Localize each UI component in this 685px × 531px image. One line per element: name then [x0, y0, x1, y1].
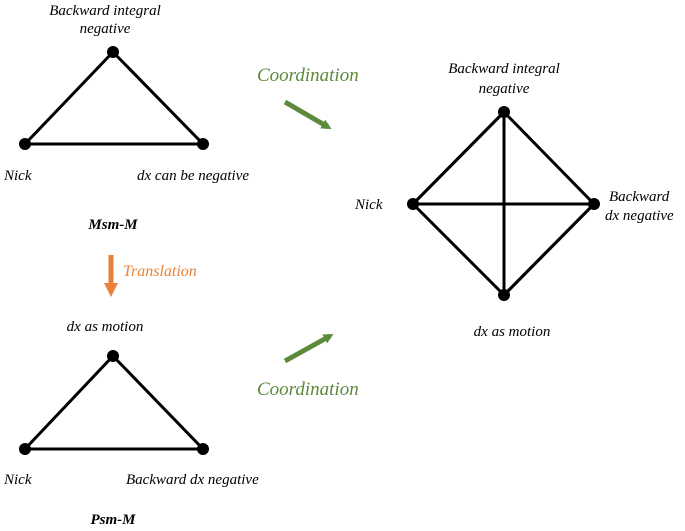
msm-top-label-line2: negative: [80, 21, 131, 37]
translation-arrow-group: Translation: [104, 255, 197, 297]
combined-node-bottom: [498, 289, 510, 301]
msm-title: Msm-M: [87, 217, 138, 233]
psm-right-label: Backward dx negative: [126, 472, 259, 488]
msm-node-top: [107, 46, 119, 58]
psm-node-top: [107, 350, 119, 362]
coordination-bottom-arrow: [283, 333, 334, 364]
coordination-top-group: Coordination: [257, 65, 359, 130]
psm-node-left: [19, 443, 31, 455]
combined-node-right: [588, 198, 600, 210]
msm-triangle-edges: [21, 49, 207, 146]
msm-node-left: [19, 138, 31, 150]
combined-right-label-line2: dx negative: [605, 208, 674, 224]
coordination-bottom-label: Coordination: [257, 379, 359, 400]
coordination-top-label: Coordination: [257, 65, 359, 86]
psm-graph: dx as motion Nick Backward dx negative P…: [3, 319, 259, 528]
translation-label: Translation: [123, 263, 197, 280]
psm-triangle-edges: [21, 353, 207, 451]
psm-top-label: dx as motion: [67, 319, 144, 335]
msm-graph: Backward integral negative Nick dx can b…: [3, 3, 249, 233]
combined-left-label: Nick: [354, 197, 383, 213]
combined-top-label-line1: Backward integral: [448, 61, 560, 77]
psm-title: Psm-M: [91, 512, 137, 528]
combined-node-left: [407, 198, 419, 210]
combined-bottom-label: dx as motion: [474, 324, 551, 340]
combined-right-label-line1: Backward: [609, 189, 670, 205]
combined-graph: Backward integral negative Nick Backward…: [354, 61, 674, 340]
msm-left-label: Nick: [3, 168, 32, 184]
combined-top-label-line2: negative: [479, 81, 530, 97]
msm-right-label: dx can be negative: [137, 168, 249, 184]
msm-node-right: [197, 138, 209, 150]
psm-left-label: Nick: [3, 472, 32, 488]
combined-node-top: [498, 106, 510, 118]
coordination-top-arrow: [283, 99, 332, 130]
psm-node-right: [197, 443, 209, 455]
coordination-bottom-group: Coordination: [257, 333, 359, 400]
msm-top-label-line1: Backward integral: [49, 3, 161, 19]
